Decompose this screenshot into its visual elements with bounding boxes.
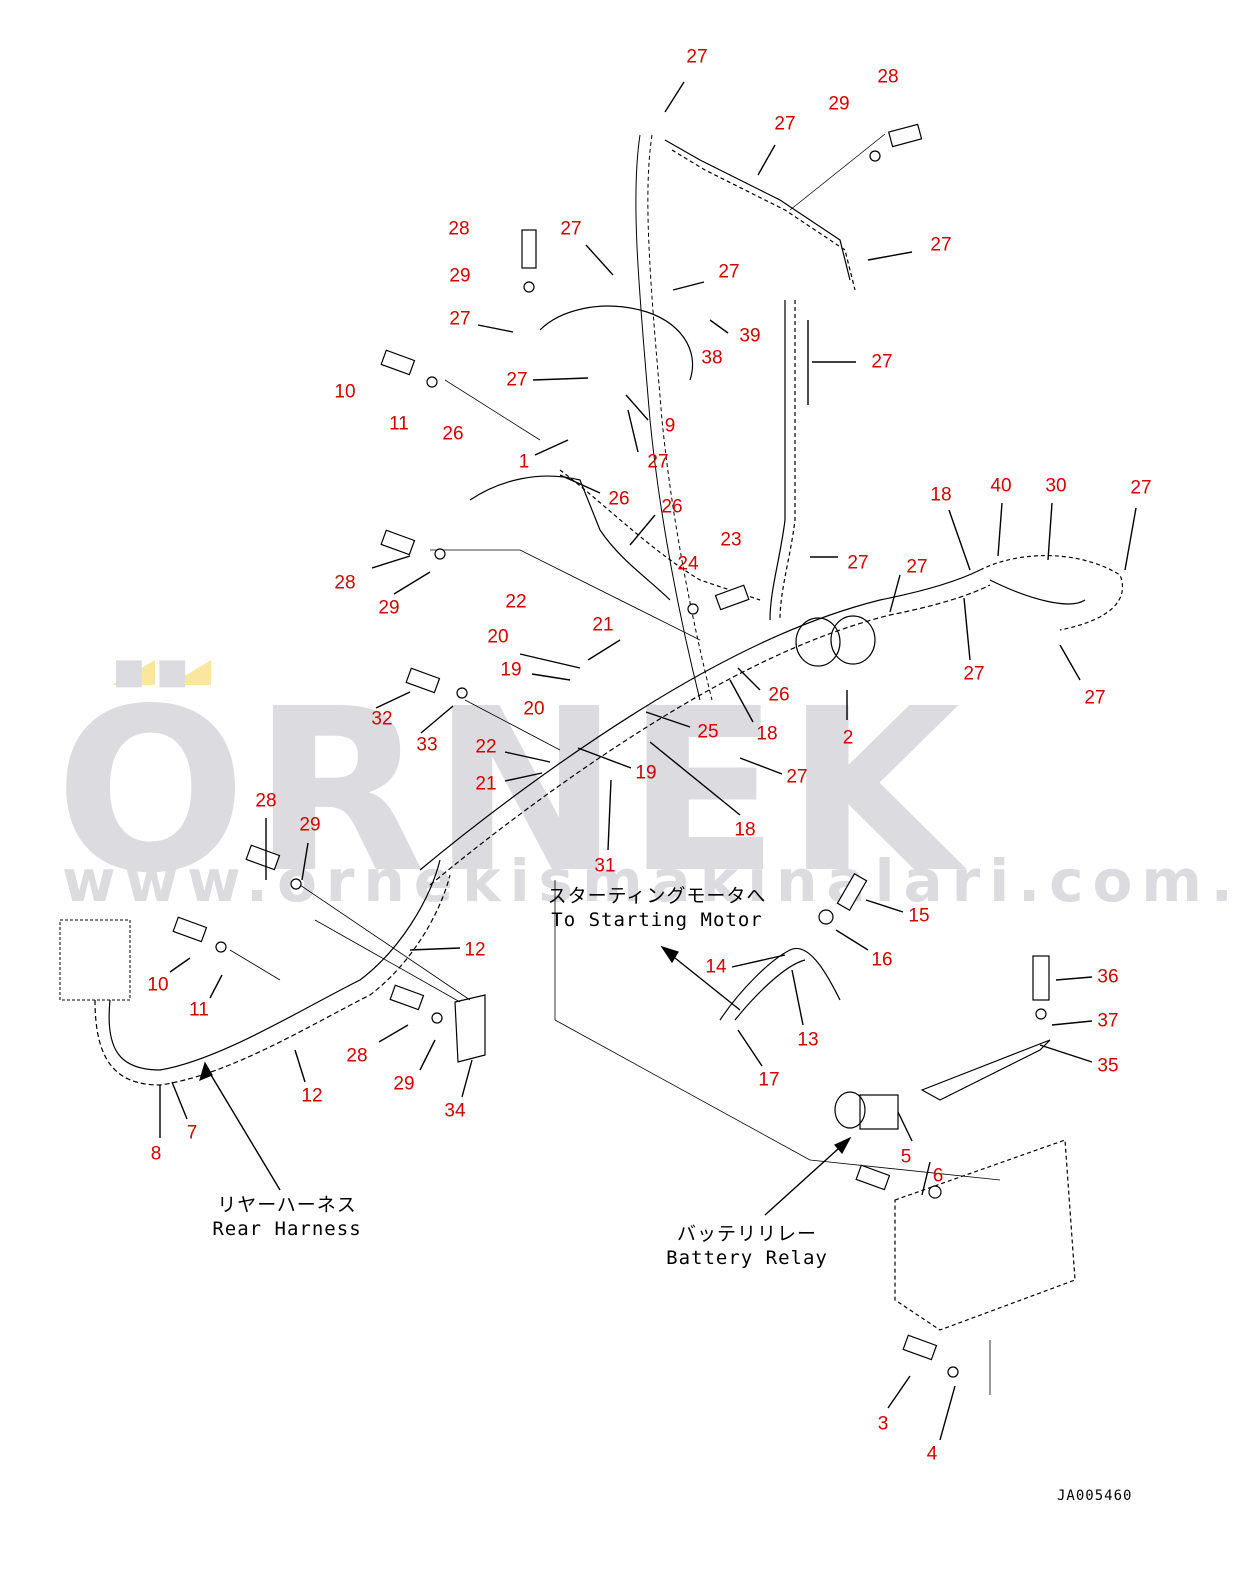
part-callout-27: 27: [847, 552, 869, 574]
part-callout-27: 27: [560, 218, 582, 240]
part-callout-21: 21: [592, 614, 614, 636]
part-callout-26: 26: [442, 423, 464, 445]
caption-rear-harness: リヤーハーネス Rear Harness: [212, 1193, 361, 1241]
part-callout-32: 32: [371, 708, 393, 730]
part-callout-29: 29: [299, 814, 321, 836]
part-callout-28: 28: [334, 572, 356, 594]
part-callout-12: 12: [464, 939, 486, 961]
part-callout-28: 28: [255, 790, 277, 812]
part-callout-21: 21: [475, 773, 497, 795]
part-callout-18: 18: [930, 484, 952, 506]
part-callout-28: 28: [346, 1045, 368, 1067]
part-callout-10: 10: [147, 974, 169, 996]
part-callout-12: 12: [301, 1085, 323, 1107]
part-callout-27: 27: [718, 261, 740, 283]
caption-battery-relay-en: Battery Relay: [666, 1247, 828, 1269]
part-callout-28: 28: [448, 218, 470, 240]
drawing-code: JA005460: [1057, 1488, 1133, 1504]
part-callout-4: 4: [926, 1443, 938, 1465]
part-callout-16: 16: [871, 949, 893, 971]
part-callout-26: 26: [768, 684, 790, 706]
part-callout-27: 27: [786, 766, 808, 788]
caption-starting-motor: スターティングモータへ To Starting Motor: [548, 884, 767, 932]
part-callout-3: 3: [877, 1413, 889, 1435]
part-callout-10: 10: [334, 381, 356, 403]
part-callout-40: 40: [990, 475, 1012, 497]
part-callout-7: 7: [186, 1122, 198, 1144]
part-callout-9: 9: [664, 415, 676, 437]
part-callout-25: 25: [697, 721, 719, 743]
part-callout-27: 27: [930, 234, 952, 256]
part-callout-14: 14: [705, 956, 727, 978]
caption-battery-relay: バッテリリレー Battery Relay: [666, 1222, 828, 1270]
part-callout-33: 33: [416, 734, 438, 756]
caption-battery-relay-jp: バッテリリレー: [676, 1223, 817, 1245]
part-callout-6: 6: [932, 1165, 944, 1187]
part-callout-27: 27: [647, 451, 669, 473]
part-callout-19: 19: [500, 659, 522, 681]
part-callout-27: 27: [963, 663, 985, 685]
caption-starting-motor-jp: スターティングモータへ: [547, 885, 767, 907]
part-callout-13: 13: [797, 1029, 819, 1051]
part-callout-27: 27: [1130, 477, 1152, 499]
part-callout-15: 15: [908, 905, 930, 927]
part-callout-27: 27: [506, 369, 528, 391]
part-callout-34: 34: [444, 1100, 466, 1122]
part-callout-27: 27: [774, 113, 796, 135]
part-callout-27: 27: [686, 46, 708, 68]
part-callout-18: 18: [756, 723, 778, 745]
part-callout-8: 8: [150, 1143, 162, 1165]
part-callout-27: 27: [449, 308, 471, 330]
part-callout-19: 19: [635, 762, 657, 784]
part-callout-11: 11: [189, 999, 209, 1021]
part-callout-22: 22: [475, 736, 497, 758]
part-callout-5: 5: [900, 1146, 912, 1168]
caption-rear-harness-en: Rear Harness: [212, 1218, 362, 1240]
part-callout-1: 1: [518, 451, 530, 473]
part-callout-36: 36: [1097, 966, 1119, 988]
part-callout-22: 22: [505, 591, 527, 613]
part-callout-27: 27: [1084, 687, 1106, 709]
part-callout-23: 23: [720, 529, 742, 551]
part-callout-26: 26: [608, 488, 630, 510]
part-callout-39: 39: [739, 325, 761, 347]
part-callout-27: 27: [871, 351, 893, 373]
part-callout-29: 29: [828, 93, 850, 115]
watermark-brand: ÖRNEK: [55, 661, 966, 923]
part-callout-29: 29: [378, 597, 400, 619]
part-callout-20: 20: [487, 626, 509, 648]
part-callout-24: 24: [677, 553, 699, 575]
part-callout-28: 28: [877, 66, 899, 88]
part-callout-37: 37: [1097, 1010, 1119, 1032]
part-callout-2: 2: [842, 727, 854, 749]
part-callout-38: 38: [701, 347, 723, 369]
part-callout-26: 26: [661, 496, 683, 518]
part-callout-30: 30: [1045, 475, 1067, 497]
caption-starting-motor-en: To Starting Motor: [551, 909, 763, 931]
part-callout-35: 35: [1097, 1055, 1119, 1077]
part-callout-18: 18: [734, 819, 756, 841]
part-callout-27: 27: [906, 556, 928, 578]
part-callout-29: 29: [393, 1073, 415, 1095]
part-callout-20: 20: [523, 698, 545, 720]
part-callout-11: 11: [389, 413, 409, 435]
part-callout-31: 31: [594, 855, 616, 877]
caption-rear-harness-jp: リヤーハーネス: [217, 1194, 357, 1216]
part-callout-29: 29: [449, 265, 471, 287]
part-callout-17: 17: [758, 1069, 780, 1091]
